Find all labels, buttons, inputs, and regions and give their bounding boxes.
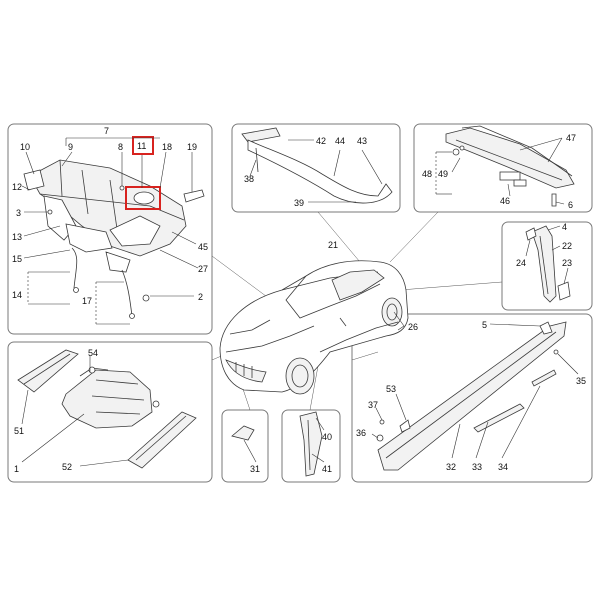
callout-53: 53: [386, 384, 396, 394]
callout-35: 35: [576, 376, 586, 386]
callout-labels: 7 10 9 8 11 18 19 12 3 13 15 14 17 2 45 …: [12, 126, 586, 474]
emblem: [231, 425, 257, 463]
callout-13: 13: [12, 232, 22, 242]
panel-windshield-seal: [231, 123, 401, 213]
callout-2: 2: [198, 292, 203, 302]
callout-10: 10: [20, 142, 30, 152]
car-illustration: [219, 260, 409, 395]
callout-26: 26: [408, 322, 418, 332]
callout-44: 44: [335, 136, 345, 146]
callout-37: 37: [368, 400, 378, 410]
callout-7: 7: [104, 126, 109, 136]
callout-27: 27: [198, 264, 208, 274]
callout-12: 12: [12, 182, 22, 192]
skirt-leaders: [371, 311, 579, 459]
a-pillar: [299, 411, 325, 477]
callout-19: 19: [187, 142, 197, 152]
callout-41: 41: [322, 464, 332, 474]
callout-39: 39: [294, 198, 304, 208]
panel-emblem: [221, 409, 269, 483]
highlight-part-11-shape: [125, 186, 161, 210]
callout-15: 15: [12, 254, 22, 264]
callout-34: 34: [498, 462, 508, 472]
callout-9: 9: [68, 142, 73, 152]
callout-36: 36: [356, 428, 366, 438]
roof-trim: [445, 125, 575, 207]
callout-17: 17: [82, 296, 92, 306]
callout-47: 47: [566, 133, 576, 143]
callout-42: 42: [316, 136, 326, 146]
callout-18: 18: [162, 142, 172, 152]
callout-4: 4: [562, 222, 567, 232]
roof-leaders: [435, 137, 565, 205]
callout-46: 46: [500, 196, 510, 206]
side-skirt: [376, 321, 567, 471]
callout-51: 51: [14, 426, 24, 436]
callout-32: 32: [446, 462, 456, 472]
callout-6: 6: [568, 200, 573, 210]
callout-49: 49: [438, 169, 448, 179]
callout-40: 40: [322, 432, 332, 442]
engine-cover: [17, 349, 197, 469]
callout-23: 23: [562, 258, 572, 268]
engine-leaders: [21, 356, 129, 467]
callout-3: 3: [16, 208, 21, 218]
callout-33: 33: [472, 462, 482, 472]
callout-1: 1: [14, 464, 19, 474]
callout-8: 8: [118, 142, 123, 152]
callout-11: 11: [137, 141, 146, 151]
callout-48: 48: [422, 169, 432, 179]
callout-24: 24: [516, 258, 526, 268]
pillar-leaders: [525, 225, 569, 285]
callout-54: 54: [88, 348, 98, 358]
callout-45: 45: [198, 242, 208, 252]
cowl-assembly: [23, 159, 205, 319]
callout-52: 52: [62, 462, 72, 472]
callout-22: 22: [562, 241, 572, 251]
callout-5: 5: [482, 320, 487, 330]
windshield-seal: [241, 127, 393, 204]
highlight-part-11: [132, 136, 154, 155]
callout-38: 38: [244, 174, 254, 184]
callout-21: 21: [328, 240, 338, 250]
callout-14: 14: [12, 290, 22, 300]
callout-43: 43: [357, 136, 367, 146]
seal-leaders: [249, 139, 383, 203]
pillar-trim: [525, 225, 571, 303]
callout-31: 31: [250, 464, 260, 474]
cowl-leaders: [21, 137, 199, 325]
